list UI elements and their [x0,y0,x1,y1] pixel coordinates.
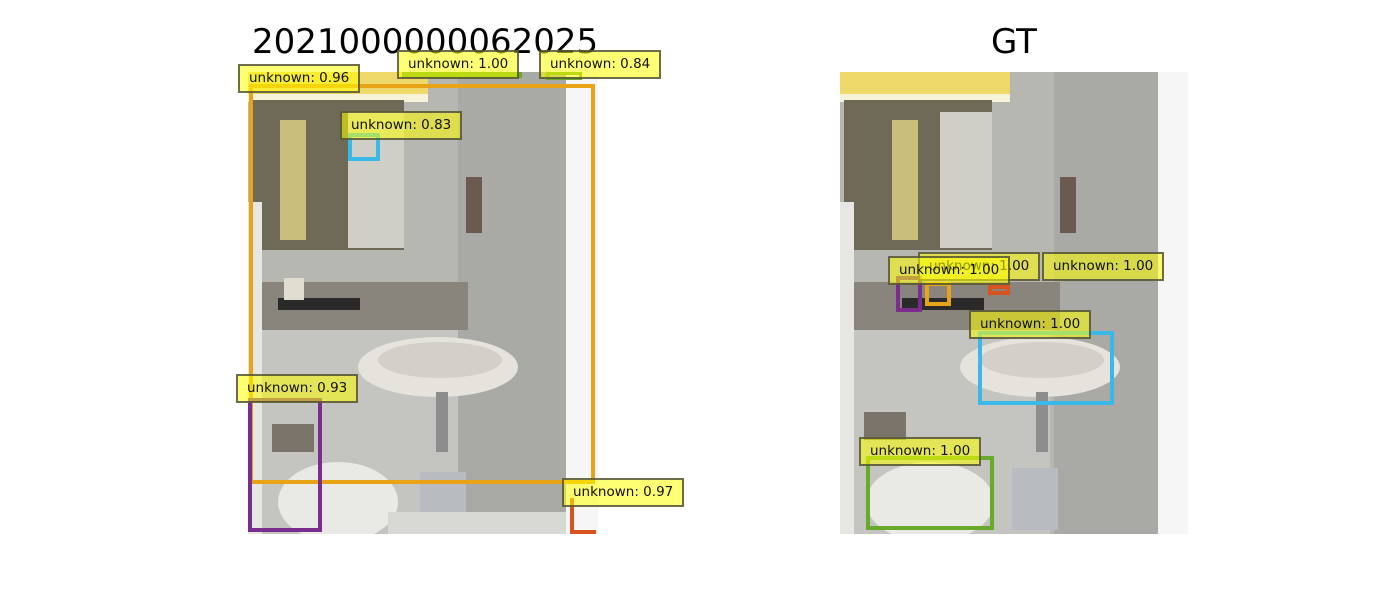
gt-label: unknown: 1.00 [859,437,982,466]
right-panel-title: GT [991,22,1037,62]
detection-label: unknown: 0.83 [340,111,463,140]
detection-box-purple [248,398,322,532]
detection-label: unknown: 0.96 [238,64,361,93]
detection-box-red-orange [570,498,596,534]
detection-box-orange [249,84,595,484]
left-bathroom-image [248,72,598,534]
gt-label: unknown: 1.00 [1042,252,1165,281]
detection-label: unknown: 0.84 [539,50,662,79]
gt-label: unknown: 1.00 [969,310,1092,339]
gt-box-red-orange [988,285,1010,295]
gt-label: unknown: 1.00 [888,256,1011,285]
bathroom-photo-left [248,72,598,534]
detection-label: unknown: 0.93 [236,374,359,403]
gt-box-orange [925,282,951,306]
detection-label: unknown: 1.00 [397,50,520,79]
gt-box-green [866,456,994,530]
detection-label: unknown: 0.97 [562,478,685,507]
gt-box-cyan [978,331,1114,405]
